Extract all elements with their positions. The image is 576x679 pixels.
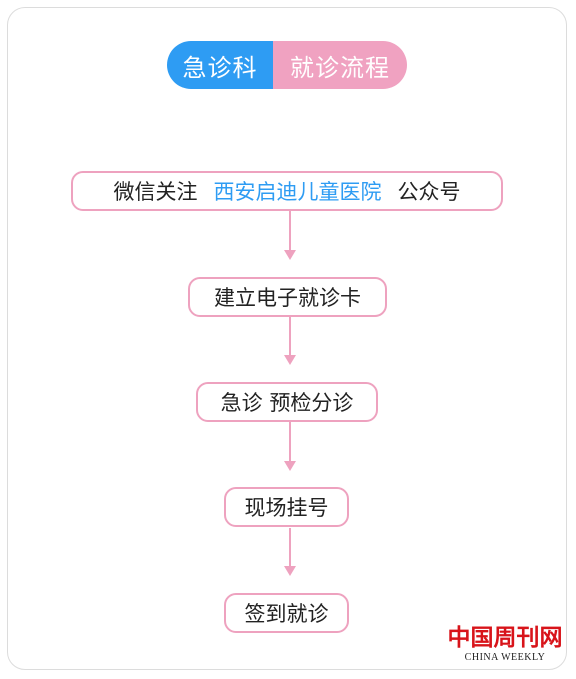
logo-chinese: 中国周刊网 <box>447 624 563 651</box>
step-3-label: 急诊 预检分诊 <box>220 391 354 415</box>
arrow-2-head <box>284 355 296 365</box>
step-2-label: 建立电子就诊卡 <box>214 286 361 310</box>
step-1-prefix: 微信关注 <box>113 180 198 204</box>
title-department: 急诊科 <box>167 41 273 89</box>
step-check-in: 签到就诊 <box>224 593 349 633</box>
title-process: 就诊流程 <box>273 41 407 89</box>
arrow-1-head <box>284 250 296 260</box>
step-triage: 急诊 预检分诊 <box>196 382 378 422</box>
step-register: 现场挂号 <box>224 487 349 527</box>
logo-english: CHINA WEEKLY <box>464 652 546 663</box>
flow-card <box>7 7 567 670</box>
arrow-4-head <box>284 566 296 576</box>
title-badge: 急诊科 就诊流程 <box>167 41 407 89</box>
arrow-3-head <box>284 461 296 471</box>
step-1-hospital-name: 西安启迪儿童医院 <box>213 180 382 204</box>
step-5-label: 签到就诊 <box>244 602 329 626</box>
step-follow-wechat: 微信关注 西安启迪儿童医院 公众号 <box>71 171 503 211</box>
step-create-card: 建立电子就诊卡 <box>188 277 387 317</box>
step-1-suffix: 公众号 <box>397 180 461 204</box>
step-4-label: 现场挂号 <box>244 496 329 520</box>
china-weekly-logo: 中国周刊网 CHINA WEEKLY <box>440 624 570 664</box>
